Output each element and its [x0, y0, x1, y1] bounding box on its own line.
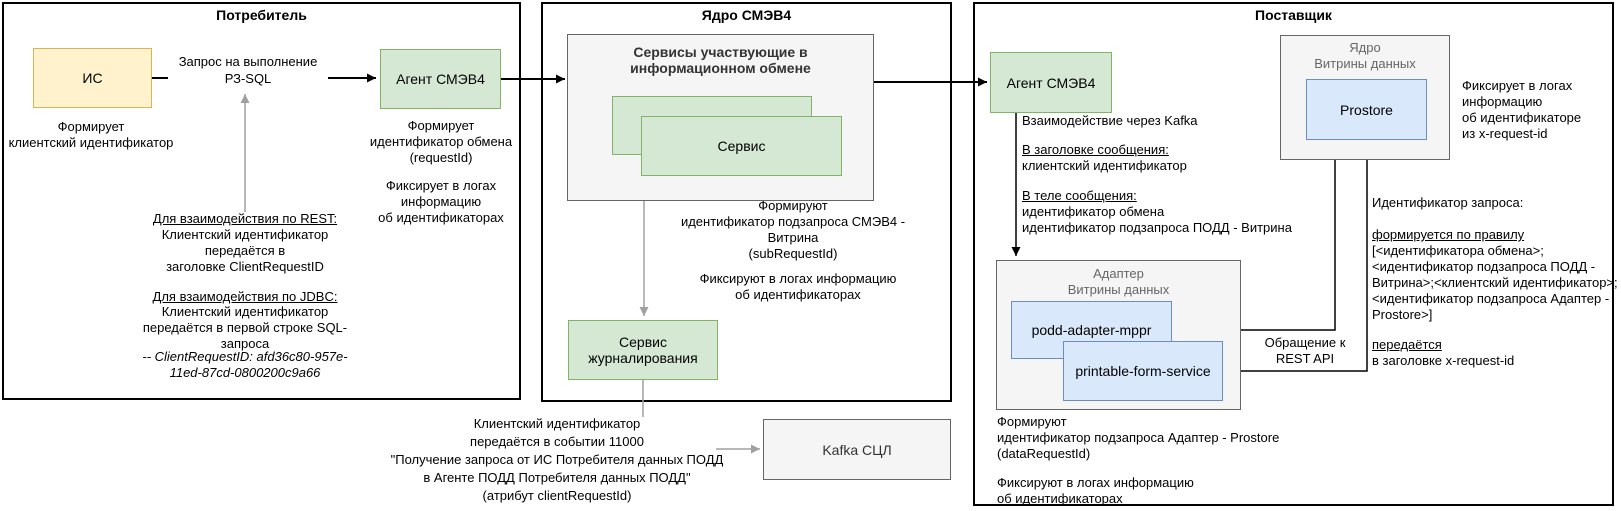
consumer-agent-box: Агент СМЭВ4 — [380, 49, 501, 109]
event-note: Клиентский идентификатор передаётся в со… — [390, 416, 724, 503]
provider-section-title: Поставщик — [1255, 7, 1332, 23]
is-system-box: ИС — [33, 48, 152, 108]
journal-service-box: Сервис журналирования — [568, 320, 718, 380]
provider-kafka-note: Взаимодействие через Kafka — [1022, 113, 1198, 128]
adapter-note-2: Фиксируют в логах информацию об идентифи… — [997, 475, 1194, 506]
msg-body-body: идентификатор обмена идентификатор подза… — [1022, 204, 1292, 235]
vitrina-core-title: Ядро Витрины данных — [1314, 40, 1416, 71]
consumer-section-title: Потребитель — [216, 7, 307, 23]
kafka-scl-box: Kafka СЦЛ — [763, 419, 951, 480]
arrow-printable-to-prostore — [1223, 145, 1372, 372]
rest-heading: Для взаимодействия по REST: — [152, 211, 338, 226]
jdbc-heading: Для взаимодействия по JDBC: — [152, 289, 338, 304]
adapter-container-title: Адаптер Витрины данных — [1067, 266, 1170, 297]
rule-body: [<идентификатора обмена>; <идентификатор… — [1372, 243, 1618, 322]
rule-heading: формируется по правилу — [1372, 227, 1525, 242]
services-container-title: Сервисы участвующие в информационном обм… — [630, 44, 811, 76]
request-id-heading: Идентификатор запроса: — [1372, 195, 1524, 210]
jdbc-example: -- ClientRequestID: afd36c80-957e- 11ed-… — [142, 349, 348, 380]
service-box-front: Сервис — [641, 116, 842, 176]
request-arrow-label: Запрос на выполнение РЗ-SQL — [168, 53, 328, 87]
prostore-box: Prostore — [1306, 79, 1427, 140]
msg-header-heading: В заголовке сообщения: — [1022, 142, 1169, 157]
rest-body: Клиентский идентификатор передаётся в за… — [161, 227, 329, 274]
msg-header-body: клиентский идентификатор — [1022, 158, 1187, 173]
msg-body-heading: В теле сообщения: — [1022, 188, 1137, 203]
provider-agent-box: Агент СМЭВ4 — [990, 52, 1112, 113]
consumer-agent-note-2: Фиксирует в логах информацию об идентифи… — [378, 178, 504, 225]
is-note: Формирует клиентский идентификатор — [8, 119, 174, 150]
core-logs-note: Фиксируют в логах информацию об идентифи… — [699, 271, 897, 302]
prostore-note: Фиксирует в логах информацию об идентифи… — [1462, 78, 1582, 141]
printable-form-service-box: printable-form-service — [1063, 341, 1223, 401]
passed-body: в заголовке x-request-id — [1372, 353, 1515, 368]
rest-api-label: Обращение к REST API — [1264, 335, 1346, 366]
adapter-note-1: Формируют идентификатор подзапроса Адапт… — [997, 414, 1280, 461]
jdbc-body: Клиентский идентификатор передаётся в пе… — [142, 304, 348, 351]
consumer-agent-note-1: Формирует идентификатор обмена (requestI… — [369, 118, 513, 165]
passed-heading: передаётся — [1372, 337, 1442, 352]
subrequest-note: Формируют идентификатор подзапроса СМЭВ4… — [680, 198, 906, 261]
core-section-title: Ядро СМЭВ4 — [701, 7, 792, 23]
